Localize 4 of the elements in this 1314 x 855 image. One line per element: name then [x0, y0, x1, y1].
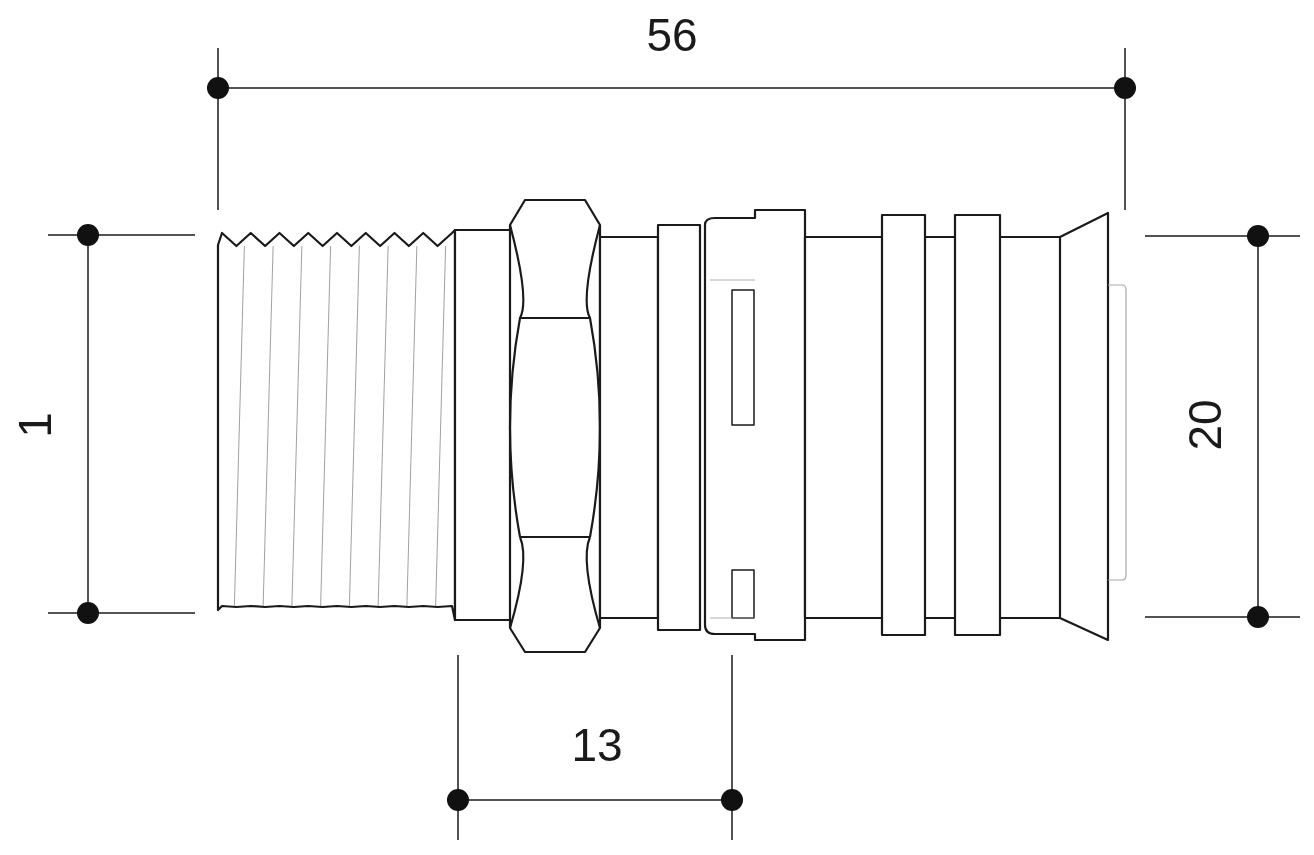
dimension-label: 56 [646, 12, 698, 58]
dimension-label: 1 [12, 412, 58, 438]
dimension-label: 13 [571, 722, 623, 768]
dimension-label: 20 [1182, 399, 1228, 451]
